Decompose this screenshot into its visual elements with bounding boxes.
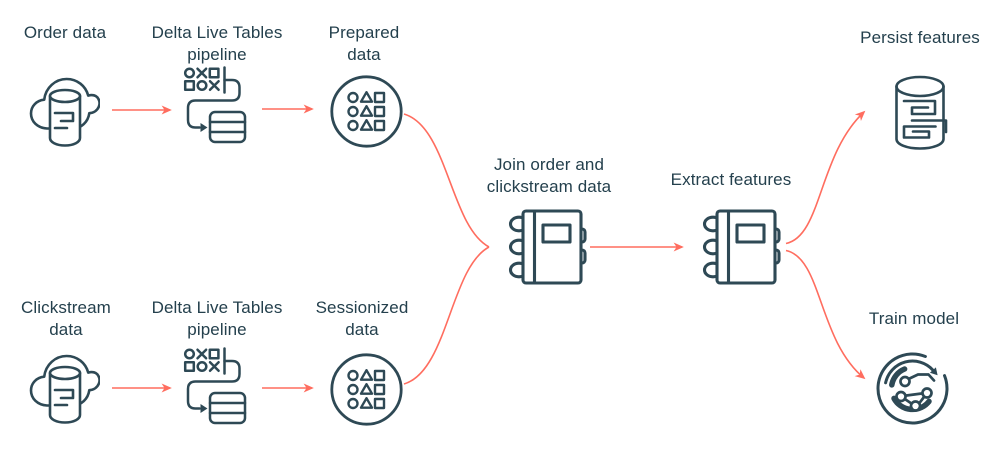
node-label-dlt-pipeline-top: Delta Live Tables pipeline	[151, 23, 283, 64]
edge-extract-to-persist	[785, 110, 866, 245]
dataset-icon	[329, 352, 404, 427]
notebook-icon	[504, 207, 588, 287]
cloud-database-icon	[28, 68, 100, 150]
notebook-icon	[698, 207, 782, 287]
model-training-icon	[874, 350, 951, 427]
edge-sessionized-to-join	[403, 246, 490, 385]
node-label-order-data: Order data	[23, 23, 107, 42]
node-label-persist-features: Persist features	[860, 28, 980, 47]
delta-live-tables-pipeline-icon	[183, 347, 249, 427]
node-label-clickstream-data: Clickstream data	[21, 298, 111, 339]
edge-prepared-to-join	[403, 113, 490, 248]
delta-live-tables-pipeline-icon	[183, 66, 249, 146]
feature-store-icon	[893, 74, 949, 152]
node-label-dlt-pipeline-bottom: Delta Live Tables pipeline	[151, 298, 283, 339]
cloud-database-icon	[28, 345, 100, 427]
node-label-sessionized-data: Sessionized data	[315, 298, 409, 339]
node-label-train-model: Train model	[868, 309, 960, 328]
edge-extract-to-train	[785, 249, 866, 380]
node-label-join: Join order and clickstream data	[486, 155, 612, 196]
dataset-icon	[329, 74, 404, 149]
node-label-prepared-data: Prepared data	[328, 23, 400, 64]
node-label-extract-features: Extract features	[670, 170, 792, 189]
